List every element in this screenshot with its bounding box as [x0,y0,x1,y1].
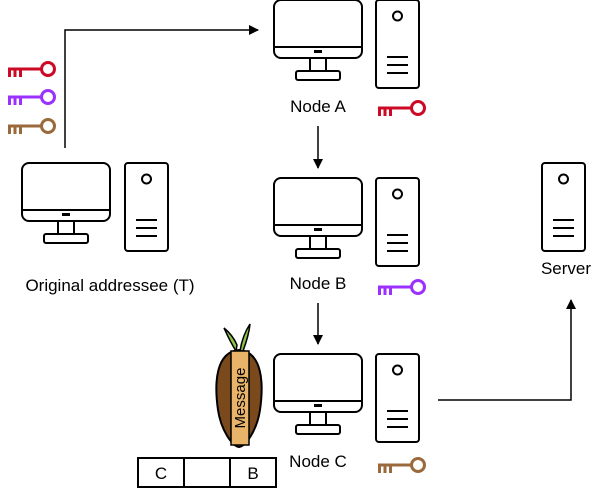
desktop-icon [273,353,363,435]
message-strip [230,350,250,446]
node-c: Node C [273,353,426,475]
tower-icon [124,162,169,252]
routing-cell-3: B [247,464,258,483]
server-label: Server [541,259,591,278]
node-b-label: Node B [290,274,347,293]
original-keys [6,61,56,136]
purple-key-icon [6,89,56,107]
original-addressee: Original addressee (T) [21,162,195,295]
node-a-label: Node A [290,97,346,116]
server-icon [541,162,586,252]
routing-cells: C B [137,457,277,488]
routing-cells-box [137,457,277,488]
message-text: Message [232,368,249,429]
onion-message: Message [215,323,263,449]
red-key-icon [376,100,426,118]
tower-icon [375,0,420,89]
arrow-node-c-to-server [438,299,576,401]
server: Server [541,162,591,278]
desktop-icon [21,162,111,244]
desktop-icon [273,0,363,81]
original-addressee-label: Original addressee (T) [25,276,194,295]
desktop-icon [273,177,363,259]
onion-leaf-icon [223,327,238,354]
node-c-label: Node C [289,452,347,471]
red-key-icon [6,61,56,79]
tower-icon [375,177,420,267]
tower-icon [375,353,420,443]
route-arrows [64,25,576,401]
brown-key-icon [6,118,56,136]
arrow-origin-to-node-a [64,25,259,148]
purple-key-icon [376,279,426,297]
brown-key-icon [376,457,426,475]
routing-cell-1: C [155,464,167,483]
node-b: Node B [273,177,426,297]
onion-leaf-icon [239,323,251,352]
node-a: Node A [273,0,426,118]
